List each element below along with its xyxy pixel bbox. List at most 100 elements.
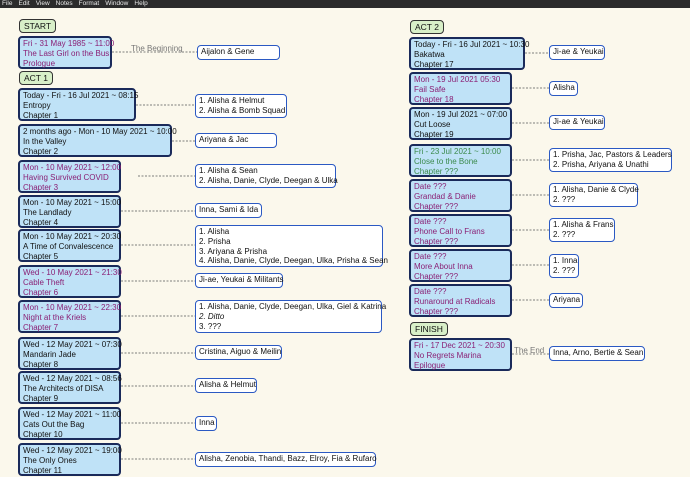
menu-file[interactable]: File [2, 0, 13, 7]
scene-date: Wed - 12 May 2021 ~ 08:56 [23, 374, 122, 383]
character-note-chapter-4[interactable]: Inna, Sami & Ida [195, 203, 262, 218]
character-note-runaround-radicals[interactable]: Ariyana [549, 293, 583, 308]
scene-card-phone-call-frans[interactable]: Date ??? Phone Call to Frans Chapter ??? [409, 214, 512, 247]
menu-view[interactable]: View [35, 0, 50, 7]
scene-chapter: Epilogue [414, 360, 446, 370]
note-line: Ariyana & Jac [199, 135, 249, 144]
scene-chapter: Chapter ??? [414, 236, 459, 246]
scene-card-epilogue[interactable]: Fri - 17 Dec 2021 ~ 20:30 No Regrets Mar… [409, 338, 512, 371]
note-line: 2. Prisha, Ariyana & Unathi [553, 159, 649, 169]
scene-chapter: Chapter 10 [23, 429, 63, 439]
note-line: 1. Alisha & Sean [199, 166, 258, 175]
section-act1[interactable]: ACT 1 [19, 71, 53, 85]
menu-window[interactable]: Window [105, 0, 129, 7]
scene-card-chapter-8[interactable]: Wed - 12 May 2021 ~ 07:30 Mandarin Jade … [18, 337, 122, 370]
menu-edit[interactable]: Edit [18, 0, 30, 7]
section-act2[interactable]: ACT 2 [410, 20, 444, 34]
character-note-prologue[interactable]: Aijalon & Gene [197, 45, 280, 60]
scene-title: The Last Girl on the Bus [23, 48, 110, 58]
character-note-phone-call-frans[interactable]: 1. Alisha & Frans 2. ??? [549, 218, 615, 242]
scene-card-chapter-17[interactable]: Today - Fri - 16 Jul 2021 ~ 10:30 Bakatw… [409, 37, 530, 70]
scene-title: Grandad & Danie [414, 191, 476, 201]
character-note-chapter-18[interactable]: Alisha [549, 81, 578, 96]
scene-date: Today - Fri - 16 Jul 2021 ~ 10:30 [414, 40, 530, 49]
note-line: 2. Prisha [199, 236, 231, 246]
scene-card-grandad-danie[interactable]: Date ??? Grandad & Danie Chapter ??? [409, 179, 512, 212]
menu-notes[interactable]: Notes [55, 0, 73, 7]
note-line: Ariyana [553, 295, 581, 304]
scene-chapter: Chapter 6 [23, 287, 59, 297]
scene-card-chapter-6[interactable]: Wed - 10 May 2021 ~ 21:30 Cable Theft Ch… [18, 265, 122, 298]
note-line: Alisha [553, 83, 575, 92]
scene-card-runaround-radicals[interactable]: Date ??? Runaround at Radicals Chapter ?… [409, 284, 512, 317]
menu-format[interactable]: Format [78, 0, 100, 7]
scene-card-chapter-18[interactable]: Mon - 19 Jul 2021 05:30 Fail Safe Chapte… [409, 72, 512, 105]
scene-card-more-about-inna[interactable]: Date ??? More About Inna Chapter ??? [409, 249, 512, 282]
scene-date: Date ??? [414, 252, 447, 261]
character-note-chapter-5[interactable]: 1. Alisha 2. Prisha 3. Ariyana & Prisha … [195, 225, 388, 267]
character-note-chapter-11[interactable]: Alisha, Zenobia, Thandi, Bazz, Elroy, Fi… [195, 452, 377, 467]
scene-card-chapter-5[interactable]: Mon - 10 May 2021 ~ 20:30 A Time of Conv… [18, 229, 121, 262]
scene-date: Mon - 10 May 2021 ~ 22:30 [23, 303, 122, 312]
character-note-close-to-the-bone[interactable]: 1. Prisha, Jac, Pastors & Leaders 2. Pri… [549, 148, 672, 172]
scene-card-chapter-1[interactable]: Today - Fri - 16 Jul 2021 ~ 08:15 Entrop… [18, 88, 139, 121]
scene-card-close-to-the-bone[interactable]: Fri - 23 Jul 2021 ~ 10:00 Close to the B… [409, 144, 512, 177]
character-note-more-about-inna[interactable]: 1. Inna 2. ??? [549, 254, 579, 278]
scene-card-chapter-9[interactable]: Wed - 12 May 2021 ~ 08:56 The Architects… [18, 371, 122, 404]
scene-date: Mon - 10 May 2021 ~ 15:00 [23, 198, 122, 207]
scene-chapter: Chapter 18 [414, 94, 454, 104]
scene-card-chapter-19[interactable]: Mon - 19 Jul 2021 ~ 07:00 Cut Loose Chap… [409, 107, 512, 140]
scene-card-chapter-10[interactable]: Wed - 12 May 2021 ~ 11:00 Cats Out the B… [18, 407, 121, 440]
note-line: 1. Prisha, Jac, Pastors & Leaders [553, 150, 672, 159]
scene-title: Cable Theft [23, 277, 65, 287]
character-note-chapter-17[interactable]: Ji-ae & Yeukai [549, 45, 605, 60]
note-line: Ji-ae, Yeukai & Militants [199, 275, 284, 284]
character-note-chapter-9[interactable]: Alisha & Helmut [195, 378, 257, 393]
scene-title: The Architects of DISA [23, 383, 104, 393]
scene-date: Date ??? [414, 217, 447, 226]
section-start[interactable]: START [19, 19, 57, 33]
character-note-chapter-19[interactable]: Ji-ae & Yeukai [549, 115, 605, 130]
scene-card-chapter-7[interactable]: Mon - 10 May 2021 ~ 22:30 Night at the K… [18, 300, 121, 333]
character-note-epilogue[interactable]: Inna, Arno, Bertie & Sean [549, 346, 645, 361]
note-line: Aijalon & Gene [201, 47, 255, 56]
scene-title: Night at the Kriels [23, 312, 87, 322]
scene-card-chapter-3[interactable]: Mon - 10 May 2021 ~ 12:00 Having Survive… [18, 160, 121, 193]
scene-date: Wed - 10 May 2021 ~ 21:30 [23, 268, 122, 277]
menu-help[interactable]: Help [134, 0, 148, 7]
note-line: 1. Alisha, Danie & Clyde [553, 185, 639, 194]
character-note-chapter-10[interactable]: Inna [195, 416, 217, 431]
menu-bar: File Edit View Notes Format Window Help [0, 0, 690, 8]
scene-title: Phone Call to Frans [414, 226, 485, 236]
note-line: Ji-ae & Yeukai [553, 117, 604, 126]
scene-date: Date ??? [414, 182, 447, 191]
scene-date: 2 months ago - Mon - 10 May 2021 ~ 10:00 [23, 127, 177, 136]
scene-title: More About Inna [414, 261, 473, 271]
note-line: 1. Alisha [199, 227, 230, 236]
character-note-chapter-2[interactable]: Ariyana & Jac [195, 133, 277, 148]
section-finish[interactable]: FINISH [410, 322, 448, 336]
character-note-chapter-3[interactable]: 1. Alisha & Sean 2. Alisha, Danie, Clyde… [195, 164, 338, 188]
scene-card-prologue[interactable]: Fri - 31 May 1985 ~ 11:00 The Last Girl … [18, 36, 114, 69]
character-note-chapter-7[interactable]: 1. Alisha, Danie, Clyde, Deegan, Ulka, G… [195, 300, 386, 333]
character-note-grandad-danie[interactable]: 1. Alisha, Danie & Clyde 2. ??? [549, 183, 639, 207]
scene-card-chapter-2[interactable]: 2 months ago - Mon - 10 May 2021 ~ 10:00… [18, 124, 177, 157]
scene-title: A Time of Convalescence [23, 241, 114, 251]
scene-title: Runaround at Radicals [414, 296, 496, 306]
character-note-chapter-1[interactable]: 1. Alisha & Helmut 2. Alisha & Bomb Squa… [195, 94, 287, 118]
scene-date: Wed - 12 May 2021 ~ 11:00 [23, 410, 122, 419]
note-line: Inna, Arno, Bertie & Sean [553, 348, 644, 357]
scene-chapter: Chapter 8 [23, 359, 59, 369]
note-line: Cristina, Aiguo & Meilin [199, 347, 282, 356]
note-line: 1. Alisha & Helmut [199, 96, 265, 105]
scene-date: Today - Fri - 16 Jul 2021 ~ 08:15 [23, 91, 139, 100]
scene-card-chapter-11[interactable]: Wed - 12 May 2021 ~ 19:00 The Only Ones … [18, 443, 122, 476]
character-note-chapter-6[interactable]: Ji-ae, Yeukai & Militants [195, 273, 284, 288]
scene-date: Fri - 23 Jul 2021 ~ 10:00 [414, 147, 501, 156]
scene-chapter: Chapter ??? [414, 306, 459, 316]
scene-card-chapter-4[interactable]: Mon - 10 May 2021 ~ 15:00 The Landlady C… [18, 195, 121, 228]
note-line: Ji-ae & Yeukai [553, 47, 604, 56]
scene-title: Having Survived COVID [23, 172, 109, 182]
scene-chapter: Chapter 19 [414, 129, 454, 139]
character-note-chapter-8[interactable]: Cristina, Aiguo & Meilin [195, 345, 282, 360]
